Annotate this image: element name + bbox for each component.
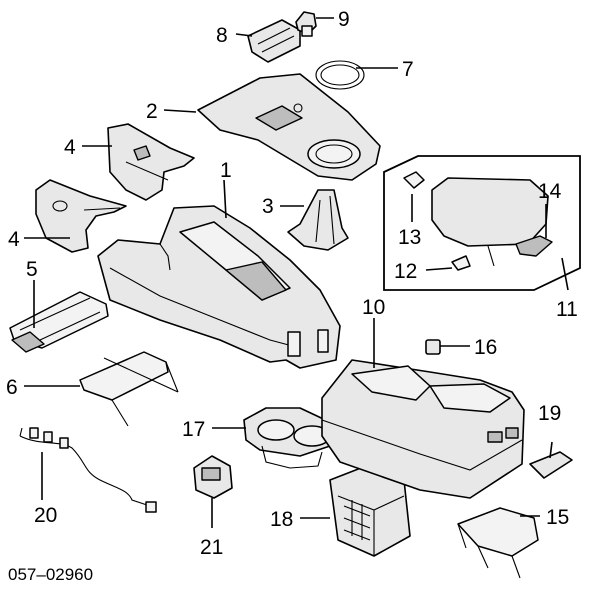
callout-20: 20	[34, 504, 57, 527]
part-16-clip	[425, 339, 441, 355]
callout-21: 21	[200, 536, 223, 559]
part-5-bracket	[9, 291, 109, 353]
part-4-side-panel-upper	[107, 123, 195, 201]
callout-17: 17	[182, 418, 205, 441]
part-9-knob	[295, 11, 317, 37]
callout-4-lower: 4	[8, 228, 20, 251]
part-20-wire-harness	[19, 427, 157, 513]
callout-7: 7	[402, 58, 414, 81]
callout-2: 2	[146, 100, 158, 123]
callout-5: 5	[26, 258, 38, 281]
part-1-main-console	[97, 205, 341, 369]
part-2-console-panel	[197, 73, 381, 181]
part-8-cover	[247, 19, 301, 63]
callout-9: 9	[338, 8, 350, 31]
part-15-rear-bracket	[457, 507, 539, 579]
callout-16: 16	[474, 336, 497, 359]
callout-8: 8	[216, 24, 228, 47]
callout-1: 1	[220, 159, 232, 182]
part-3-shift-boot	[287, 189, 349, 251]
callout-15: 15	[546, 506, 569, 529]
leader-lines	[24, 17, 569, 528]
part-17-cup-holder	[243, 407, 337, 469]
part-7-ring	[315, 60, 365, 90]
callout-11: 11	[556, 298, 578, 321]
callouts: 1 2 3 4 4 5 6 7 8 9 10 11 12 13 14 15 16…	[6, 8, 578, 559]
callout-19: 19	[538, 402, 561, 425]
callout-10: 10	[362, 296, 385, 319]
part-6-bracket	[79, 351, 179, 427]
callout-3: 3	[262, 195, 274, 218]
callout-18: 18	[270, 508, 293, 531]
part-21-switch	[193, 455, 233, 499]
callout-14: 14	[538, 180, 562, 203]
figure-code: 057–02960	[8, 565, 93, 584]
callout-12: 12	[394, 260, 417, 283]
callout-4-upper: 4	[64, 136, 76, 159]
callout-6: 6	[6, 376, 18, 399]
part-10-rear-console	[321, 359, 525, 499]
part-11-armrest-box	[383, 155, 581, 291]
part-4-side-panel-lower	[35, 179, 127, 253]
callout-13: 13	[398, 226, 421, 249]
